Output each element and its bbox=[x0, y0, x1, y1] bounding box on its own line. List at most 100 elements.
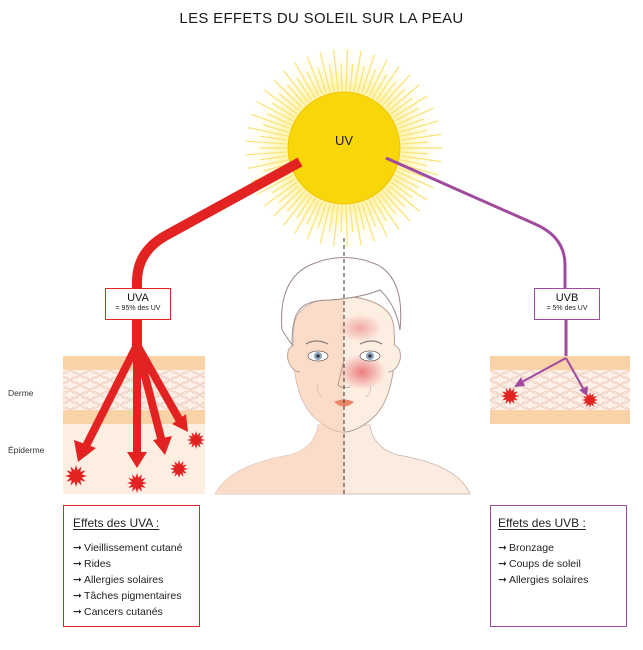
list-item: ➞Tâches pigmentaires bbox=[73, 590, 189, 603]
sun-ray bbox=[272, 178, 296, 194]
sun-ray bbox=[262, 124, 289, 133]
list-item-label: Cancers cutanés bbox=[84, 606, 163, 618]
uva-label: UVA bbox=[127, 292, 149, 304]
skin-layers-right bbox=[490, 356, 630, 424]
starburst-icon bbox=[582, 392, 598, 408]
derme-label: Derme bbox=[8, 388, 34, 398]
sun-ray bbox=[256, 174, 294, 195]
uva-arrow-heads bbox=[74, 414, 188, 468]
sun-ray bbox=[400, 159, 427, 167]
list-item: ➞Vieillissement cutané bbox=[73, 542, 189, 555]
sun-ray bbox=[283, 70, 309, 103]
uvb-arrow-heads bbox=[514, 377, 588, 396]
sun-ray bbox=[361, 202, 375, 242]
sun-ray bbox=[387, 184, 420, 212]
sun-ray bbox=[375, 66, 400, 101]
sun-ray bbox=[247, 159, 288, 169]
epiderme-label: Épiderme bbox=[8, 445, 45, 455]
sun-ray bbox=[319, 203, 331, 244]
sun-ray bbox=[353, 50, 362, 92]
sun-ray bbox=[365, 201, 377, 227]
sun-ray bbox=[283, 193, 309, 226]
list-item: ➞Cancers cutanés bbox=[73, 606, 189, 619]
uva-effects-panel: Effets des UVA : ➞Vieillissement cutané … bbox=[63, 505, 200, 627]
sun-ray bbox=[400, 133, 442, 141]
sun-ray bbox=[382, 74, 411, 106]
arrow-right-icon: ➞ bbox=[498, 558, 507, 570]
sun-ray bbox=[317, 202, 327, 229]
sun-ray bbox=[379, 193, 397, 215]
list-item: ➞Bronzage bbox=[498, 542, 616, 555]
sun-ray bbox=[264, 89, 298, 115]
sun-ray bbox=[345, 49, 349, 91]
impact-bursts bbox=[65, 387, 598, 493]
sun-ray bbox=[394, 107, 419, 122]
arrow-right-icon: ➞ bbox=[73, 606, 82, 618]
sun-ray bbox=[392, 178, 428, 201]
arrow-right-icon: ➞ bbox=[73, 574, 82, 586]
sun-ray bbox=[349, 63, 354, 91]
sun-ray bbox=[272, 79, 303, 109]
sun-ray bbox=[379, 81, 397, 103]
uvb-share: = 5% des UV bbox=[546, 305, 588, 313]
sun-ray bbox=[333, 49, 339, 91]
sun-ray bbox=[306, 201, 323, 240]
sun-ray bbox=[328, 204, 335, 232]
uva-ray-path bbox=[132, 157, 303, 288]
sun-ray bbox=[306, 71, 320, 97]
sun-ray bbox=[397, 167, 424, 178]
list-item: ➞Coups de soleil bbox=[498, 558, 616, 571]
sun-ray bbox=[368, 199, 388, 237]
sun-label: UV bbox=[335, 133, 353, 148]
sun-ray bbox=[264, 181, 298, 207]
sun-ray bbox=[294, 197, 316, 234]
face-illustration bbox=[214, 238, 471, 495]
list-item-label: Coups de soleil bbox=[509, 558, 581, 570]
sun-icon bbox=[240, 44, 448, 252]
uvb-effects-heading: Effets des UVB : bbox=[498, 516, 586, 530]
sun-ray bbox=[385, 187, 406, 207]
sun-ray bbox=[317, 67, 327, 94]
sun-ray bbox=[400, 155, 442, 163]
sun-ray bbox=[396, 170, 435, 189]
list-item-label: Rides bbox=[84, 558, 111, 570]
list-item: ➞Allergies solaires bbox=[498, 574, 616, 587]
starburst-icon bbox=[65, 465, 87, 487]
uva-label-box: UVA = 95% des UV bbox=[105, 288, 171, 320]
sun-ray bbox=[340, 205, 343, 233]
sun-ray bbox=[357, 65, 365, 93]
sun-ray bbox=[260, 155, 288, 161]
uva-effects-heading: Effets des UVA : bbox=[73, 516, 160, 530]
sun-ray bbox=[372, 74, 387, 99]
sun-ray bbox=[392, 95, 428, 118]
sun-ray bbox=[296, 195, 313, 219]
sun-ray bbox=[390, 181, 413, 198]
uva-skin-arrows bbox=[81, 343, 184, 456]
sun-ray bbox=[333, 205, 339, 247]
list-item-label: Bronzage bbox=[509, 542, 554, 554]
sun-ray bbox=[287, 84, 306, 106]
starburst-icon bbox=[127, 473, 147, 493]
starburst-icon bbox=[170, 460, 188, 478]
sun-ray bbox=[390, 98, 413, 115]
sun-ray bbox=[382, 190, 411, 222]
uvb-effects-list: ➞Bronzage ➞Coups de soleil ➞Allergies so… bbox=[498, 542, 616, 587]
sun-ray bbox=[294, 62, 316, 99]
sun-ray bbox=[401, 151, 429, 155]
uvb-label-box: UVB = 5% des UV bbox=[534, 288, 600, 320]
sun-ray bbox=[296, 77, 313, 101]
uva-share: = 95% des UV bbox=[115, 305, 161, 313]
sun-ray bbox=[260, 135, 288, 141]
sun-ray bbox=[361, 54, 375, 94]
sun-ray bbox=[279, 93, 301, 112]
arrow-right-icon: ➞ bbox=[73, 558, 82, 570]
list-item-label: Tâches pigmentaires bbox=[84, 590, 182, 602]
sun-ray bbox=[247, 127, 288, 137]
sun-ray bbox=[306, 199, 320, 225]
sun-ray bbox=[319, 52, 331, 93]
sun-ray bbox=[272, 187, 303, 217]
sun-ray bbox=[375, 195, 400, 230]
sun-ray bbox=[251, 113, 291, 129]
sun-ray bbox=[340, 63, 343, 91]
sun-ray bbox=[400, 129, 427, 137]
